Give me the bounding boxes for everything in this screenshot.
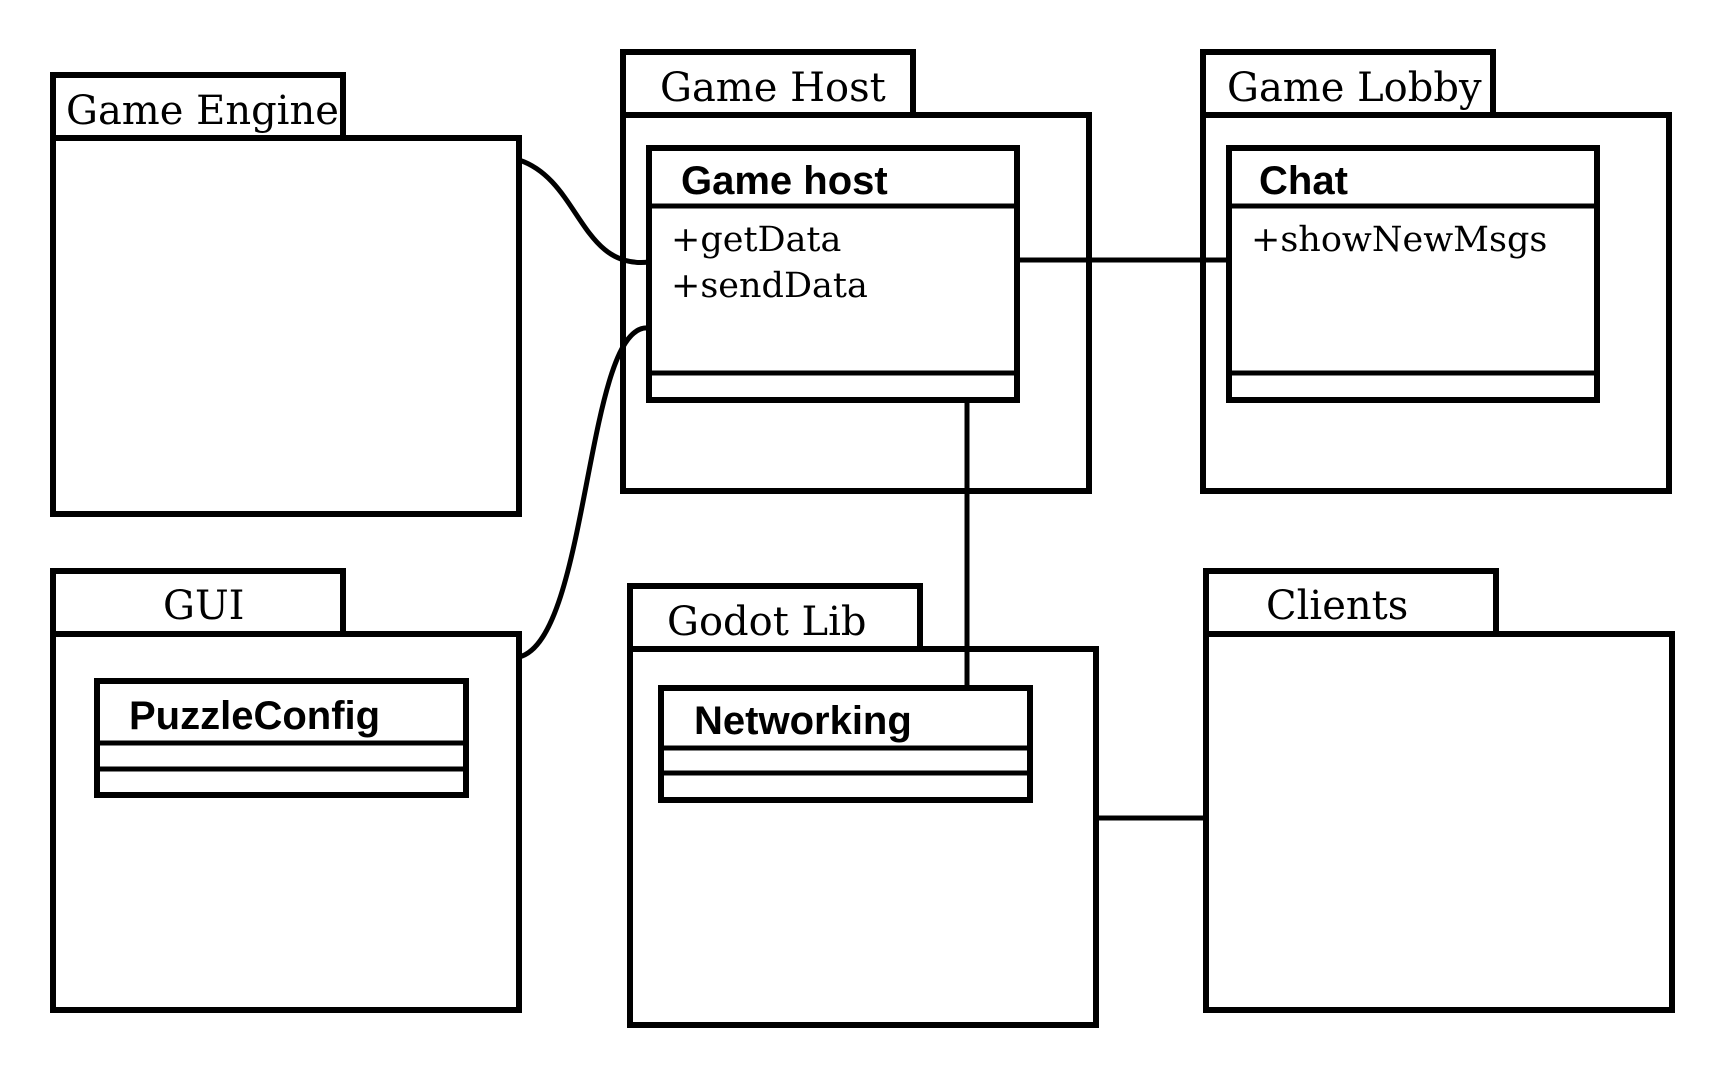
class-chat-box	[1226, 145, 1600, 403]
class-chat: Chat +showNewMsgs	[1226, 145, 1600, 403]
package-gui-label: GUI	[163, 583, 244, 629]
class-chat-name: Chat	[1259, 159, 1348, 203]
class-game-host-box	[646, 145, 1020, 403]
class-chat-method-shownewmsgs: +showNewMsgs	[1251, 220, 1547, 260]
class-networking: Networking	[658, 685, 1033, 803]
package-gui: GUI PuzzleConfig	[50, 568, 522, 1013]
class-puzzleconfig: PuzzleConfig	[94, 678, 469, 798]
class-networking-name: Networking	[694, 699, 912, 743]
package-game-lobby-label: Game Lobby	[1227, 65, 1482, 111]
package-clients-label: Clients	[1266, 583, 1408, 629]
package-game-host: Game Host Game host +getData +sendData	[620, 49, 1092, 494]
package-game-engine-body	[50, 135, 522, 517]
package-game-engine: Game Engine	[50, 72, 522, 517]
package-game-host-label: Game Host	[660, 65, 886, 111]
package-clients: Clients	[1203, 568, 1675, 1013]
package-godot-lib: Godot Lib Networking	[627, 583, 1099, 1028]
class-game-host-method-getdata: +getData	[671, 220, 841, 260]
package-clients-tab	[1203, 568, 1499, 637]
package-game-lobby: Game Lobby Chat +showNewMsgs	[1200, 49, 1672, 494]
package-clients-body	[1203, 631, 1675, 1013]
package-game-engine-label: Game Engine	[66, 88, 339, 134]
package-godot-lib-label: Godot Lib	[667, 599, 866, 645]
connector-gui-to-game-host	[518, 325, 650, 660]
class-puzzleconfig-box	[94, 678, 469, 798]
package-gui-tab	[50, 568, 346, 637]
class-game-host-name: Game host	[681, 159, 888, 203]
package-game-lobby-tab	[1200, 49, 1496, 118]
class-puzzleconfig-name: PuzzleConfig	[129, 694, 380, 738]
connector-game-engine-to-game-host	[518, 157, 650, 265]
class-game-host: Game host +getData +sendData	[646, 145, 1020, 403]
class-game-host-method-senddata: +sendData	[671, 266, 868, 306]
class-networking-box	[658, 685, 1033, 803]
